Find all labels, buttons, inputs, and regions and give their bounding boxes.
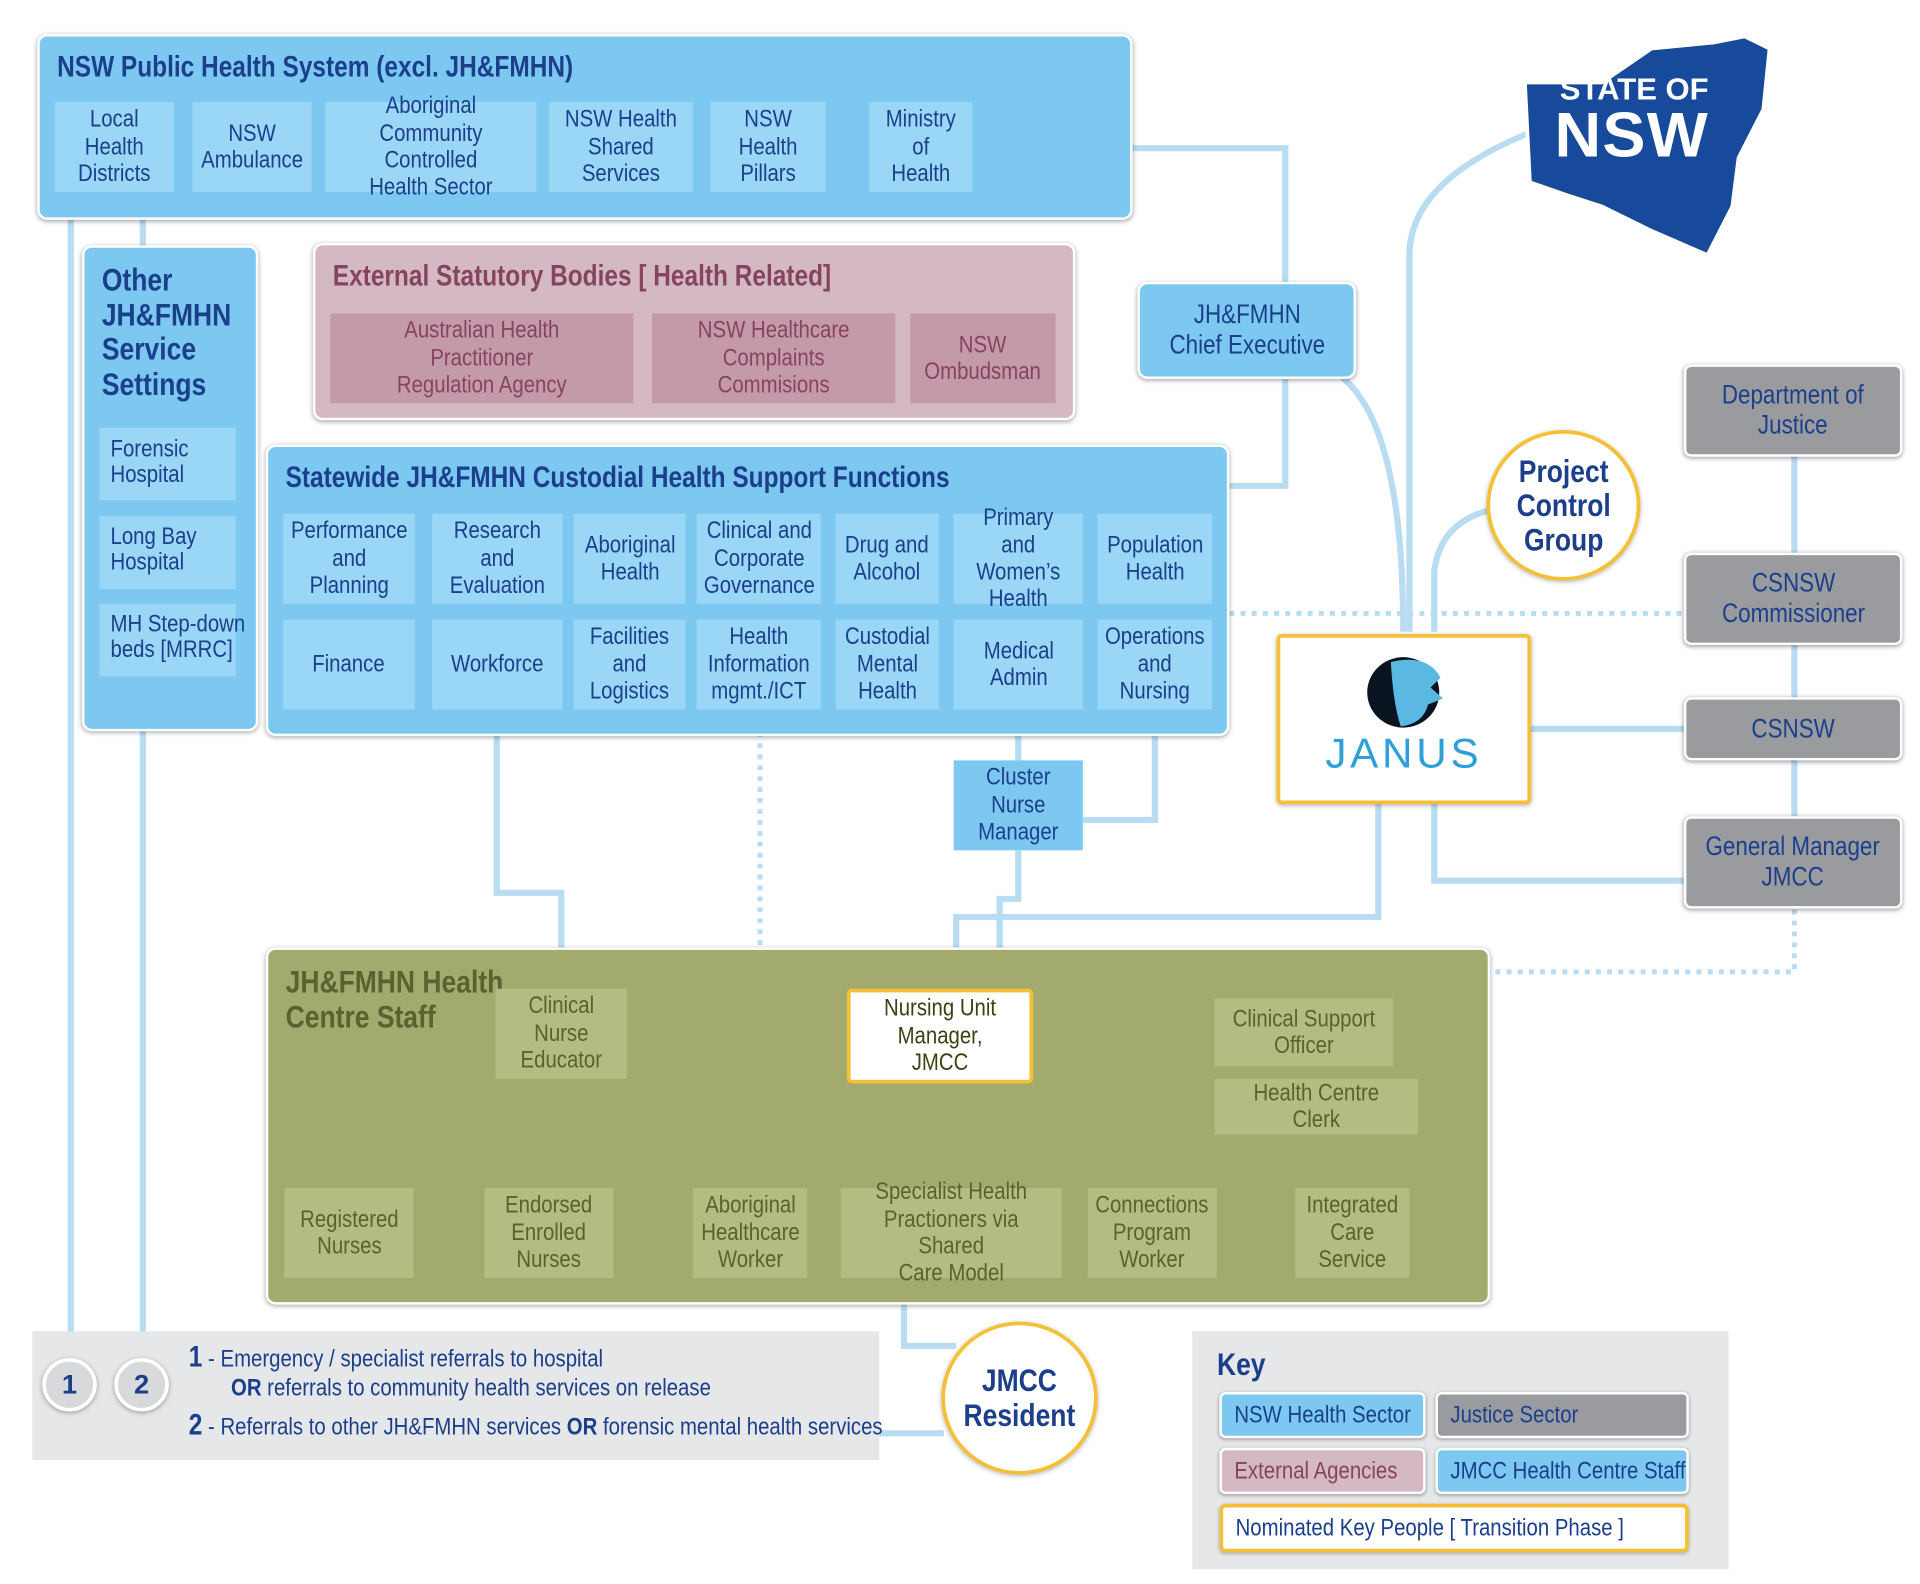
fn-drug-alcohol: Drug and Alcohol xyxy=(835,513,939,604)
jmcc-resident: JMCC Resident xyxy=(941,1321,1098,1475)
body-ombudsman: NSW Ombudsman xyxy=(910,313,1056,404)
key-title: Key xyxy=(1216,1345,1266,1383)
fn-workforce: Workforce xyxy=(432,619,563,710)
clinical-nurse-educator: Clinical Nurse Educator xyxy=(495,988,628,1079)
key-external: External Agencies xyxy=(1219,1447,1426,1495)
fn-medical-admin: Medical Admin xyxy=(953,619,1083,710)
setting-forensic-hospital xyxy=(99,427,236,501)
setting-forensic-hospital-label: Forensic Hospital xyxy=(110,436,189,489)
department-of-justice: Department of Justice xyxy=(1683,364,1903,457)
fn-performance-planning: Performance and Planning xyxy=(283,513,415,604)
clinical-support-officer: Clinical Support Officer xyxy=(1214,998,1394,1067)
fn-facilities-logistics: Facilities and Logistics xyxy=(573,619,686,710)
unit-health-pillars: NSW Health Pillars xyxy=(710,102,826,192)
key-jmcc-staff: JMCC Health Centre Staff xyxy=(1435,1447,1689,1495)
nursing-unit-manager: Nursing Unit Manager, JMCC xyxy=(846,988,1034,1084)
unit-local-health-districts: Local Health Districts xyxy=(54,102,174,192)
unit-ministry-of-health: Ministry of Health xyxy=(869,102,973,192)
other-settings-title: Other JH&FMHN Service Settings xyxy=(101,261,232,402)
referral-line-1b: OR referrals to community health service… xyxy=(230,1375,711,1402)
cluster-nurse-manager: Cluster Nurse Manager xyxy=(953,760,1083,851)
referral-line-1: 1 - Emergency / specialist referrals to … xyxy=(188,1341,604,1374)
key-justice: Justice Sector xyxy=(1435,1392,1689,1439)
project-control-group: Project Control Group xyxy=(1486,430,1641,581)
csnsw-commissioner: CSNSW Commissioner xyxy=(1683,552,1903,646)
referrals-panel xyxy=(32,1331,880,1461)
body-hcc: NSW Healthcare Complaints Commisions xyxy=(651,313,896,404)
public-health-title: NSW Public Health System (excl. JH&FMHN) xyxy=(57,51,574,84)
key-nsw-health: NSW Health Sector xyxy=(1219,1392,1426,1439)
key-nominated-people: Nominated Key People [ Transition Phase … xyxy=(1219,1503,1689,1553)
referral-line-2: 2 - Referrals to other JH&FMHN services … xyxy=(188,1409,883,1442)
body-ahpra: Australian Health Practitioner Regulatio… xyxy=(330,313,634,404)
unit-shared-services: NSW Health Shared Services xyxy=(548,102,693,192)
setting-long-bay-hospital-label: Long Bay Hospital xyxy=(110,523,197,576)
referral-badge-1: 1 xyxy=(42,1358,97,1412)
unit-nsw-ambulance: NSW Ambulance xyxy=(192,102,312,192)
fn-aboriginal-health: Aboriginal Health xyxy=(573,513,686,604)
external-bodies-title: External Statutory Bodies [ Health Relat… xyxy=(332,259,832,293)
fn-operations-nursing: Operations and Nursing xyxy=(1097,619,1212,710)
fn-custodial-mental-health: Custodial Mental Health xyxy=(835,619,939,710)
staff-registered-nurses: Registered Nurses xyxy=(284,1187,414,1278)
unit-aboriginal-community-health: Aboriginal Community Controlled Health S… xyxy=(325,93,537,201)
setting-mh-step-down xyxy=(99,603,236,677)
staff-integrated-care: Integrated Care Service xyxy=(1295,1187,1410,1278)
fn-research-evaluation: Research and Evaluation xyxy=(432,513,563,604)
nsw-badge-line1: STATE OF xyxy=(1559,72,1709,107)
setting-mh-step-down-label: MH Step-down beds [MRRC] xyxy=(110,610,246,664)
staff-connections-worker: Connections Program Worker xyxy=(1087,1187,1217,1278)
setting-long-bay-hospital xyxy=(99,516,236,590)
staff-enrolled-nurses: Endorsed Enrolled Nurses xyxy=(484,1187,614,1278)
fn-finance: Finance xyxy=(283,619,415,710)
fn-health-information: Health Information mgmt./ICT xyxy=(696,619,821,710)
general-manager-jmcc: General Manager JMCC xyxy=(1683,816,1903,909)
health-centre-title: JH&FMHN Health Centre Staff xyxy=(285,963,504,1036)
staff-aboriginal-healthcare-worker: Aboriginal Healthcare Worker xyxy=(692,1187,808,1278)
staff-specialist-health: Specialist Health Practioners via Shared… xyxy=(840,1179,1062,1287)
fn-clinical-corporate-governance: Clinical and Corporate Governance xyxy=(696,513,821,604)
fn-primary-womens-health: Primary and Women’s Health xyxy=(953,504,1083,613)
fn-population-health: Population Health xyxy=(1097,513,1212,604)
chief-executive-box: JH&FMHN Chief Executive xyxy=(1137,281,1357,379)
statewide-title: Statewide JH&FMHN Custodial Health Suppo… xyxy=(285,461,950,495)
health-centre-clerk: Health Centre Clerk xyxy=(1214,1078,1419,1135)
nsw-badge-line2: NSW xyxy=(1554,100,1709,172)
referral-badge-2: 2 xyxy=(114,1358,169,1412)
janus-wordmark: JANUS xyxy=(1325,731,1483,778)
csnsw: CSNSW xyxy=(1683,697,1903,761)
